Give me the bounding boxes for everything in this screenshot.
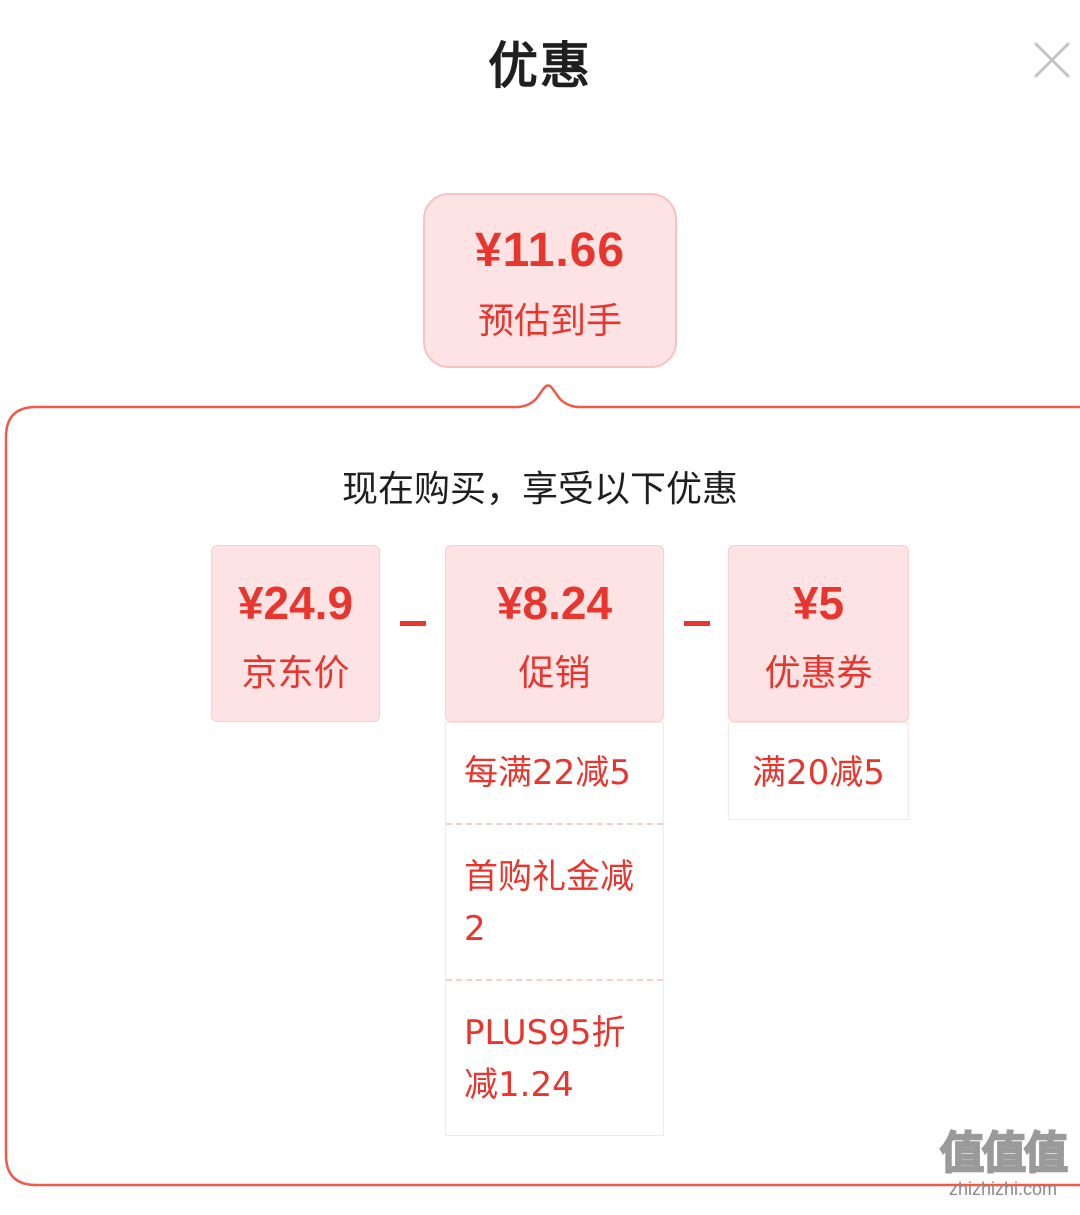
promotion-detail-item: 每满22减5 (464, 753, 631, 793)
promotion-card: ¥8.24 促销 (445, 545, 664, 722)
watermark-url: zhizhizhi.com (948, 1179, 1058, 1199)
estimated-price: ¥11.66 (474, 224, 626, 277)
divider (446, 823, 663, 825)
minus-icon (684, 621, 710, 626)
minus-icon (400, 621, 426, 626)
breakdown-subtitle: 现在购买，享受以下优惠 (341, 469, 738, 510)
coupon-amount: ¥5 (792, 577, 845, 629)
estimated-price-label: 预估到手 (477, 301, 622, 342)
coupon-card: ¥5 优惠券 (728, 545, 909, 722)
watermark-logo: 值值值 (939, 1128, 1069, 1179)
promotion-detail-item: PLUS95折减1.24 (464, 1013, 626, 1105)
divider (446, 979, 663, 981)
jd-price-amount: ¥24.9 (237, 577, 354, 629)
coupon-details-list: 满20减5 (728, 722, 909, 820)
promotion-amount: ¥8.24 (496, 577, 613, 629)
watermark: 值值值 zhizhizhi.com (930, 1128, 1076, 1210)
jd-price-label: 京东价 (241, 653, 350, 694)
promotion-details-list: 每满22减5 首购礼金减2 PLUS95折减1.24 (445, 722, 664, 1136)
estimated-price-card: ¥11.66 预估到手 (423, 193, 677, 368)
page-title: 优惠 (488, 37, 592, 95)
close-icon[interactable] (1032, 40, 1072, 80)
promotion-label: 促销 (518, 653, 591, 694)
jd-price-card: ¥24.9 京东价 (211, 545, 380, 722)
coupon-label: 优惠券 (764, 653, 873, 694)
coupon-detail-item: 满20减5 (752, 753, 885, 793)
promotion-detail-item: 首购礼金减2 (464, 857, 634, 949)
close-button[interactable] (1032, 40, 1072, 80)
